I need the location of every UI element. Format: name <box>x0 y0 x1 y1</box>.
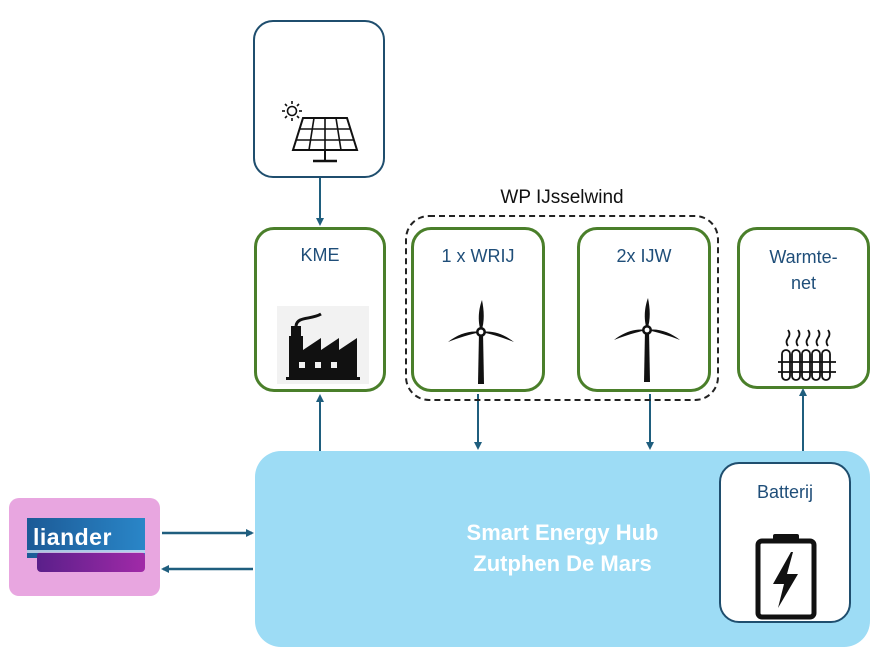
wrij-node: 1 x WRIJ <box>411 227 545 392</box>
kme-label: KME <box>300 245 340 265</box>
liander-node: liander <box>9 498 160 596</box>
warmtenet-label: Warmte- net <box>769 247 838 293</box>
liander-logo-text: liander <box>33 524 112 550</box>
wrij-label: 1 x WRIJ <box>441 246 515 266</box>
battery-icon <box>755 534 817 620</box>
batterij-node: Batterij <box>719 462 851 623</box>
solar-panel-icon <box>282 101 359 163</box>
batterij-label: Batterij <box>756 482 814 502</box>
factory-icon <box>277 306 369 384</box>
liander-logo <box>27 518 145 572</box>
group-label-wp-ijsselwind: WP IJsselwind <box>500 187 624 208</box>
radiator-icon <box>778 329 836 381</box>
ijw-node: 2x IJW <box>577 227 711 392</box>
hub-title: Smart Energy Hub Zutphen De Mars <box>466 520 659 576</box>
wind-park-group <box>405 215 719 401</box>
solar-node <box>253 20 385 178</box>
ijw-label: 2x IJW <box>616 246 672 266</box>
wind-turbine-icon <box>614 298 680 382</box>
kme-node: KME <box>254 227 386 392</box>
wind-turbine-icon <box>448 300 514 384</box>
warmtenet-node: Warmte- net <box>737 227 870 389</box>
